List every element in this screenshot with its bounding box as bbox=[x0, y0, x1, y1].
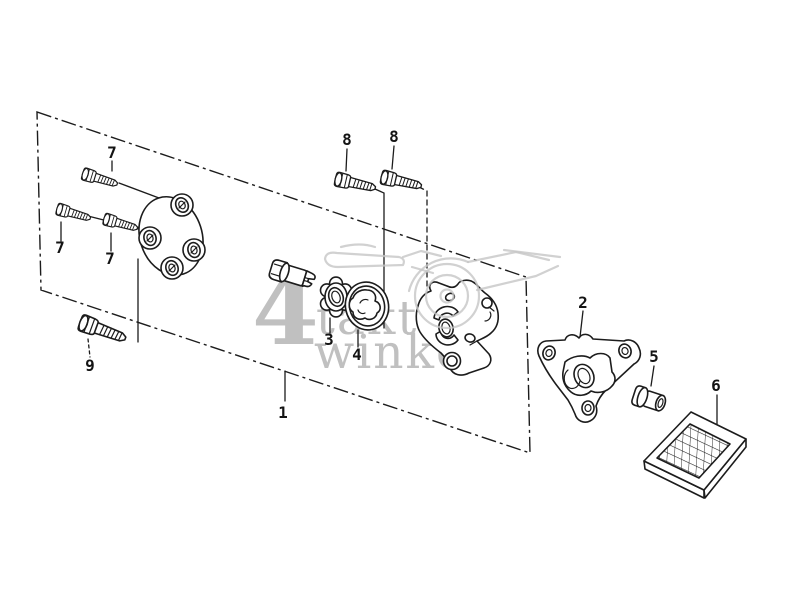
gasket2-hook bbox=[563, 369, 581, 390]
pump-body-ear-hole bbox=[446, 355, 458, 367]
watermark-scooter-sketch bbox=[323, 243, 562, 330]
callout-8-a: 8 bbox=[342, 130, 352, 149]
gasket2-hole-inner bbox=[584, 403, 592, 413]
gasket2-hole-inner bbox=[545, 348, 553, 358]
leader-8b bbox=[391, 145, 395, 170]
gasket2-hole bbox=[542, 345, 556, 361]
sketch-exhaust bbox=[323, 251, 405, 269]
pump-body-hole bbox=[481, 297, 493, 309]
callout-7-c: 7 bbox=[105, 249, 115, 268]
cover-screw-holes bbox=[143, 197, 201, 277]
callout-1: 1 bbox=[278, 403, 288, 422]
callout-5: 5 bbox=[649, 347, 659, 366]
sketch-wheel-inner bbox=[424, 273, 470, 319]
callout-6: 6 bbox=[711, 376, 721, 395]
leader-8a bbox=[345, 148, 348, 172]
sketch-engine-bits bbox=[339, 243, 562, 275]
plug-band bbox=[278, 262, 290, 283]
callout-3: 3 bbox=[324, 330, 334, 349]
gasket2-hole bbox=[581, 400, 595, 416]
callout-2: 2 bbox=[578, 293, 588, 312]
sketch-fender bbox=[407, 257, 470, 293]
sketch-wheel-outer bbox=[413, 262, 481, 330]
callout-7-a: 7 bbox=[107, 143, 117, 162]
bolt-7-b bbox=[54, 202, 93, 225]
callout-8-b: 8 bbox=[389, 127, 399, 146]
leader-2 bbox=[579, 310, 584, 338]
gasket2-hole-inner bbox=[621, 346, 629, 356]
filter-screen bbox=[643, 411, 747, 499]
pump-body-detail bbox=[469, 311, 492, 346]
bolt-7-a bbox=[80, 166, 120, 191]
bolt-7-c bbox=[101, 212, 140, 235]
rotor-trochoid bbox=[348, 289, 381, 321]
leader-5 bbox=[650, 365, 655, 387]
leader-9 bbox=[87, 338, 91, 358]
gasket2-hole bbox=[618, 343, 632, 359]
pump-body-hole bbox=[464, 333, 476, 343]
bolt-9 bbox=[76, 313, 130, 348]
bushing bbox=[631, 385, 667, 412]
callout-9: 9 bbox=[85, 356, 95, 375]
bolt-8a-line bbox=[374, 188, 385, 329]
bolt-8-b bbox=[378, 169, 424, 194]
pump-body-hole-slash bbox=[488, 306, 495, 312]
rotor-detail bbox=[357, 298, 369, 315]
bushing-bore bbox=[657, 398, 664, 409]
rotor-set bbox=[344, 281, 390, 331]
gasket-hole bbox=[331, 290, 341, 304]
pump-drive-plug bbox=[268, 259, 316, 288]
bushing-flange-face bbox=[636, 386, 649, 408]
callout-leaders bbox=[60, 145, 718, 425]
sketch-frame-lines bbox=[466, 250, 560, 292]
plug-tip-slot bbox=[303, 276, 310, 283]
pump-gasket bbox=[537, 333, 642, 423]
bolt-8-a bbox=[332, 171, 378, 196]
callout-7-b: 7 bbox=[55, 238, 65, 257]
gasket2-boss-hole bbox=[577, 367, 591, 385]
sketch-wheel-hub bbox=[439, 288, 455, 304]
callout-4: 4 bbox=[352, 345, 362, 364]
bolt-8b-line bbox=[418, 186, 428, 287]
callout-labels: 1 2 3 4 5 6 7 7 7 8 8 9 bbox=[55, 127, 721, 422]
crankcase-outline bbox=[36, 111, 531, 454]
pump-cover-plate bbox=[138, 193, 206, 280]
